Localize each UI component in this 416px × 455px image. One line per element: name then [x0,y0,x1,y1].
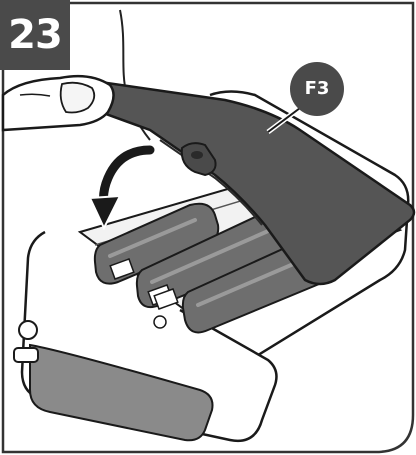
battery-contacts [109,258,179,329]
curved-down-arrow-icon [88,143,157,231]
callout-f3: F3 [290,62,344,116]
hand-icon [1,74,115,132]
step-number-badge: 23 [0,0,70,70]
callout-leader-line [267,107,301,133]
battery-cover-lid [87,80,416,286]
